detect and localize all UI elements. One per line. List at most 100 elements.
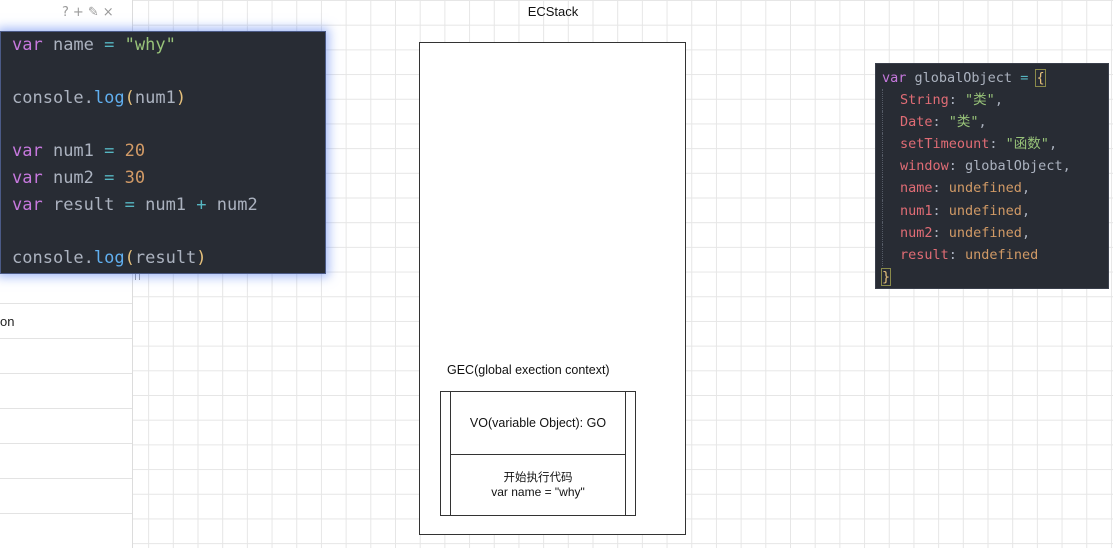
edit-icon[interactable]: ✎: [87, 5, 99, 20]
code-token: ,: [978, 114, 987, 131]
code-token: [114, 168, 124, 188]
code-token: [114, 35, 124, 55]
code-token: var: [12, 35, 43, 55]
code-token: var: [882, 70, 907, 86]
code-token: undefined: [948, 224, 1022, 241]
resize-handle[interactable]: [135, 271, 140, 280]
code-token: num1: [134, 88, 176, 109]
code-token: setTimeount: [900, 136, 990, 153]
code-token: =: [124, 194, 135, 215]
code-token: {: [1035, 69, 1046, 87]
code-token: :: [948, 92, 966, 109]
code-line: var name = "why": [12, 32, 325, 59]
panel-row[interactable]: on: [0, 303, 132, 339]
code-line: var result = num1 + num2: [12, 192, 325, 219]
exec-code: var name = "why": [491, 484, 585, 499]
code-token: var: [12, 167, 43, 188]
gec-box[interactable]: VO(variable Object): GO 开始执行代码 var name …: [440, 391, 636, 516]
code-line: [12, 59, 325, 86]
code-token: result: [134, 247, 197, 268]
code-token: num2: [206, 194, 258, 215]
code-token: (: [124, 247, 135, 268]
code-token: String: [900, 92, 949, 109]
code-line: setTimeount: "函数",: [882, 133, 1108, 156]
code-token: }: [880, 267, 892, 286]
code-line: name: undefined,: [882, 177, 1108, 200]
gec-inner-box: VO(variable Object): GO 开始执行代码 var name …: [450, 391, 626, 516]
code-line: result: undefined: [882, 243, 1108, 266]
code-token: (: [124, 88, 135, 109]
code-token: log: [93, 88, 125, 109]
panel-row[interactable]: [0, 478, 132, 514]
gec-label: GEC(global exection context): [447, 363, 610, 377]
close-icon[interactable]: ×: [102, 5, 114, 20]
vo-cell: VO(variable Object): GO: [451, 392, 625, 455]
code-token: console: [12, 247, 84, 268]
code-token: +: [196, 194, 207, 215]
code-line: var num1 = 20: [12, 138, 325, 165]
code-token: :: [932, 180, 949, 197]
code-line: }: [880, 266, 1108, 288]
code-token: window: [900, 158, 949, 175]
exec-cell: 开始执行代码 var name = "why": [451, 454, 625, 515]
code-line: var num2 = 30: [12, 165, 325, 192]
code-token: "类": [965, 92, 995, 109]
code-line: [12, 112, 325, 139]
code-token: num1: [42, 141, 105, 162]
panel-row[interactable]: [0, 373, 132, 409]
code-token: :: [932, 224, 949, 241]
code-token: ,: [994, 92, 1003, 109]
code-token: =: [104, 35, 115, 55]
code-token: ): [175, 88, 187, 109]
code-token: =: [1020, 70, 1029, 86]
code-line: Date: "类",: [882, 111, 1108, 134]
code-token: result: [900, 246, 949, 263]
code-token: =: [104, 167, 115, 188]
code-token: :: [932, 114, 949, 131]
code-line: num1: undefined,: [882, 199, 1108, 222]
code-token: 20: [124, 141, 146, 162]
exec-label: 开始执行代码: [503, 469, 573, 484]
code-token: "类": [948, 114, 979, 131]
code-line: [12, 218, 325, 245]
code-snippet-global-object[interactable]: var globalObject = {String: "类",Date: "类…: [875, 63, 1109, 289]
ecstack-title: ECStack: [527, 4, 579, 19]
code-token: :: [989, 136, 1006, 153]
code-token: Date: [900, 114, 933, 131]
code-token: [114, 141, 124, 161]
code-line: console.log(num1): [12, 85, 325, 112]
code-token: ,: [1021, 224, 1031, 241]
panel-row[interactable]: [0, 443, 132, 479]
code-token: undefined: [965, 246, 1039, 263]
code-token: var: [12, 194, 43, 215]
panel-row[interactable]: [0, 268, 132, 304]
code-token: ): [196, 247, 207, 268]
code-token: num1: [900, 202, 933, 219]
panel-row[interactable]: [0, 408, 132, 444]
code-line: window: globalObject,: [882, 155, 1108, 178]
panel-row[interactable]: [0, 338, 132, 374]
code-token: : globalObject,: [948, 158, 1071, 175]
code-token: undefined: [948, 180, 1022, 197]
code-token: result: [42, 194, 125, 215]
code-token: :: [948, 246, 966, 263]
plus-icon[interactable]: +: [72, 5, 84, 20]
code-line: num2: undefined,: [882, 221, 1108, 244]
help-icon[interactable]: ?: [62, 5, 69, 20]
code-token: ,: [1048, 136, 1058, 153]
code-line: console.log(result): [12, 245, 325, 272]
code-token: undefined: [948, 202, 1022, 219]
code-line: var globalObject = {: [882, 67, 1108, 89]
code-token: num2: [900, 224, 933, 241]
panel-row-label: on: [0, 314, 15, 329]
vo-label: VO(variable Object): GO: [469, 416, 607, 430]
code-snippet-left[interactable]: var name = "why" console.log(num1) var n…: [0, 31, 326, 274]
code-token: log: [93, 247, 125, 268]
code-token: var: [12, 141, 43, 162]
code-token: globalObject: [906, 70, 1021, 86]
code-token: name: [900, 180, 933, 197]
code-token: :: [932, 202, 949, 219]
panel-toolbar: ?+✎×: [62, 5, 114, 20]
code-token: num1: [134, 194, 197, 215]
code-token: console: [12, 88, 84, 109]
